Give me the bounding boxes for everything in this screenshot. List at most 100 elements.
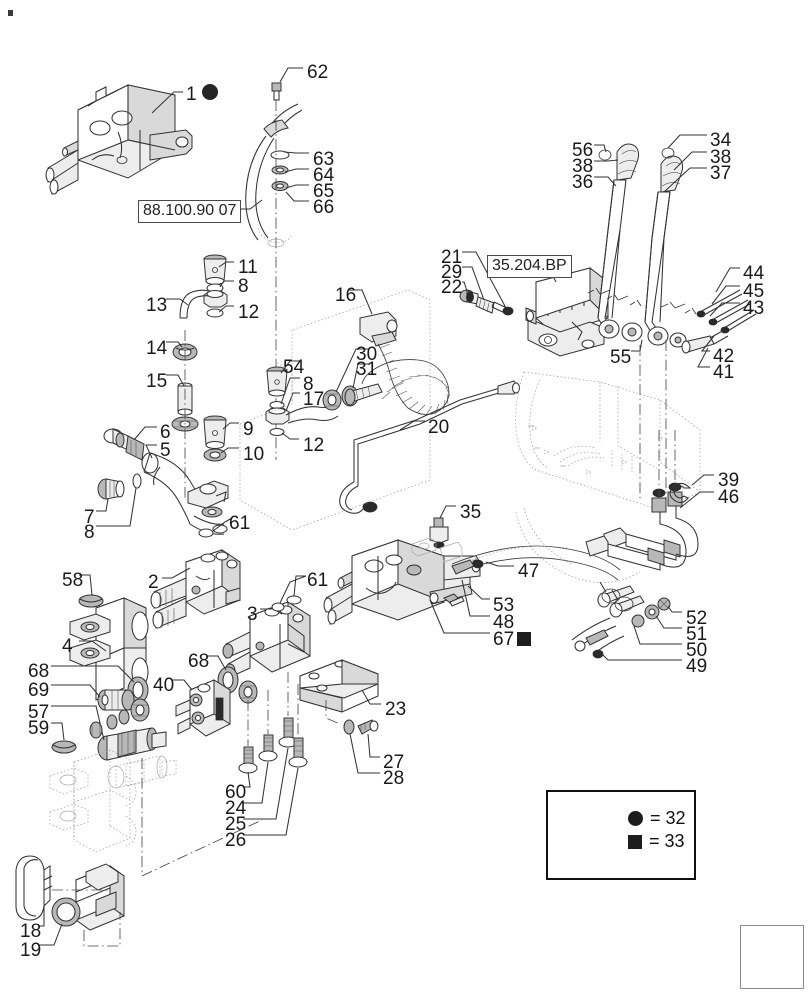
kit-circle-marker bbox=[202, 84, 218, 100]
callout-number-13: 13 bbox=[146, 295, 168, 316]
callout-number-23: 23 bbox=[385, 699, 407, 720]
callout-number-30: 30 bbox=[356, 344, 378, 365]
callout-number-1: 1 bbox=[186, 84, 197, 105]
leader-49 bbox=[599, 651, 682, 661]
leader-4 bbox=[79, 640, 107, 652]
leader-28 bbox=[349, 733, 380, 774]
part-35-fitting bbox=[429, 517, 449, 549]
ghost-cartridge bbox=[107, 755, 177, 789]
leader-6 bbox=[133, 426, 157, 441]
leader-35 bbox=[439, 505, 456, 519]
callout-number-8: 8 bbox=[84, 522, 95, 543]
leader-31 bbox=[352, 363, 369, 389]
callout-number-55: 55 bbox=[610, 347, 632, 368]
callout-number-25: 25 bbox=[225, 814, 247, 835]
leader-34 bbox=[667, 134, 707, 149]
part-8-oring bbox=[132, 473, 142, 489]
reference-box[interactable]: 35.204.BP bbox=[487, 255, 572, 278]
leader-10 bbox=[220, 447, 239, 454]
kit-legend-row-square: = 33 bbox=[628, 831, 686, 852]
bolt-60 bbox=[238, 746, 258, 774]
callout-number-11: 11 bbox=[238, 257, 258, 278]
leader-45 bbox=[711, 285, 740, 305]
callout-number-24: 24 bbox=[225, 798, 247, 819]
callout-number-56: 56 bbox=[572, 140, 594, 161]
leader-64 bbox=[284, 168, 309, 173]
leader-48 bbox=[461, 579, 490, 617]
callout-number-38: 38 bbox=[710, 147, 732, 168]
kit-legend-box: = 32 = 33 bbox=[546, 790, 696, 880]
leader-53 bbox=[467, 585, 490, 600]
part-62-bolt bbox=[271, 82, 282, 101]
part-9-fitting bbox=[203, 415, 227, 450]
callout-number-54: 54 bbox=[283, 357, 305, 378]
callout-number-66: 66 bbox=[313, 197, 335, 218]
leader-51 bbox=[655, 615, 682, 629]
bolt-26 bbox=[288, 737, 308, 768]
leader-42 bbox=[700, 335, 715, 352]
bolts-60-24-25-26 bbox=[238, 672, 308, 774]
callout-number-28: 28 bbox=[383, 768, 405, 789]
callout-number-2: 2 bbox=[148, 572, 159, 593]
leader-18 bbox=[38, 906, 45, 927]
callout-number-60: 60 bbox=[225, 782, 247, 803]
leader-61a bbox=[212, 517, 233, 532]
part-27-28-bolt bbox=[343, 719, 379, 735]
part-29-stud bbox=[475, 296, 495, 314]
callout-number-62: 62 bbox=[307, 62, 329, 83]
part-47-hoses bbox=[451, 430, 699, 581]
callout-number-68: 68 bbox=[28, 661, 50, 682]
callout-number-49: 49 bbox=[686, 656, 708, 677]
leader-52 bbox=[667, 605, 682, 613]
callout-number-47: 47 bbox=[518, 561, 540, 582]
leader-14 bbox=[166, 341, 183, 348]
lever-pivots bbox=[587, 287, 697, 348]
callout-number-63: 63 bbox=[313, 149, 335, 170]
parts-49-52-rods bbox=[571, 581, 671, 659]
callout-number-22: 22 bbox=[441, 277, 463, 298]
leader-8a bbox=[219, 280, 234, 288]
leader-37 bbox=[663, 167, 707, 193]
leader-5 bbox=[145, 444, 157, 459]
part-23-bracket bbox=[299, 659, 379, 713]
part-58-cap bbox=[78, 594, 104, 608]
leader-19 bbox=[38, 923, 63, 946]
callout-number-35: 35 bbox=[460, 502, 482, 523]
part-40-manifold bbox=[175, 679, 231, 737]
callout-number-31: 31 bbox=[356, 359, 378, 380]
kit-circle-label: = 32 bbox=[650, 808, 686, 828]
callout-number-8: 8 bbox=[303, 374, 314, 395]
leader-8c bbox=[280, 377, 300, 405]
callout-number-43: 43 bbox=[743, 298, 765, 319]
kit-square-marker bbox=[517, 632, 531, 646]
leader-12a bbox=[218, 305, 234, 313]
part-69-valve bbox=[97, 689, 135, 711]
leader-68b bbox=[206, 655, 227, 671]
leader-7 bbox=[96, 498, 109, 512]
part-knurled-ring-mid bbox=[238, 680, 258, 704]
leader-63 bbox=[283, 151, 309, 154]
leader-23 bbox=[361, 689, 381, 705]
callout-number-6: 6 bbox=[160, 422, 171, 443]
small-parts-cluster bbox=[89, 698, 150, 739]
part-39-clip bbox=[669, 482, 692, 504]
part-34-ring bbox=[661, 147, 675, 159]
part-61-orings-left bbox=[198, 524, 228, 538]
tractor-plate-ghost-left bbox=[239, 289, 431, 531]
leader-1 bbox=[151, 91, 183, 114]
callout-number-45: 45 bbox=[743, 281, 765, 302]
callout-number-19: 19 bbox=[20, 940, 42, 961]
leader-38a bbox=[594, 159, 619, 162]
callout-number-18: 18 bbox=[20, 921, 42, 942]
part-41-42-rod bbox=[681, 329, 729, 354]
part-19-block bbox=[51, 863, 125, 931]
leader-26 bbox=[243, 767, 299, 836]
leader-12b bbox=[281, 432, 299, 440]
part-12-washer-a bbox=[206, 308, 224, 318]
reference-box[interactable]: 88.100.90 07 bbox=[138, 200, 242, 223]
part-13-tube bbox=[179, 289, 210, 319]
ghost-coupler-block bbox=[49, 749, 137, 853]
callout-number-69: 69 bbox=[28, 680, 50, 701]
callout-number-12: 12 bbox=[238, 302, 260, 323]
